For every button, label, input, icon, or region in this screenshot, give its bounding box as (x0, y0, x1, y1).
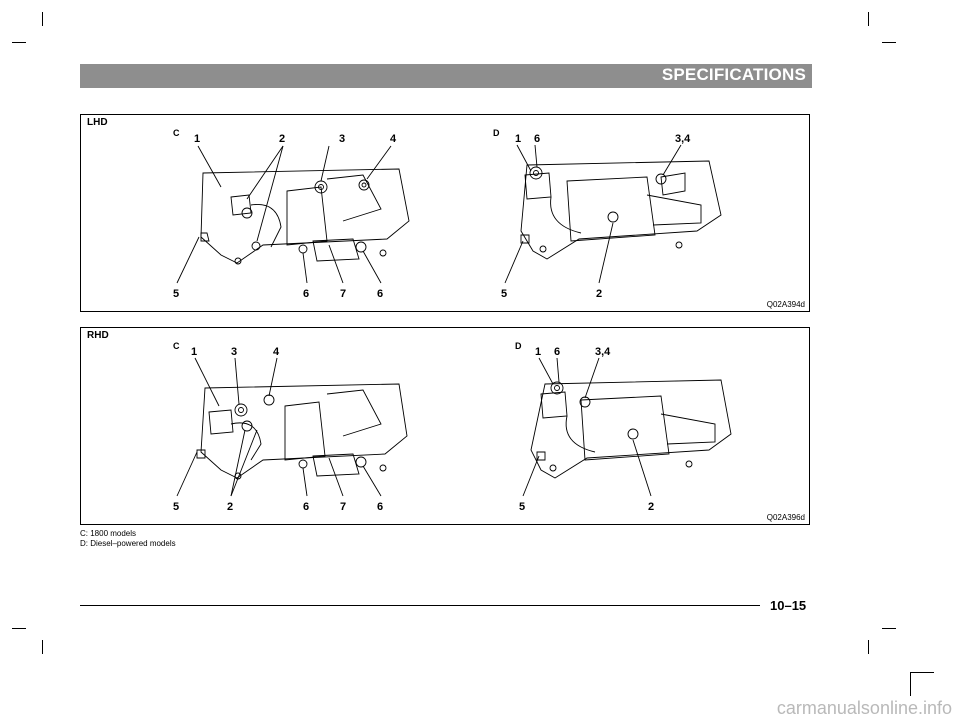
callout-label: 5 (173, 501, 180, 513)
callout-label: 6 (303, 501, 310, 513)
figure-code: Q02A394d (766, 300, 805, 309)
note-line: C: 1800 models (80, 529, 137, 538)
callout-label: 3,4 (595, 346, 611, 358)
crop-mark (42, 640, 43, 654)
callout-label: 1 (194, 133, 201, 145)
rhd-left-model-letter: C (173, 341, 180, 351)
callout-label: 4 (273, 346, 280, 358)
callout-label: 7 (340, 501, 347, 513)
callout-label: 3 (231, 346, 238, 358)
model-notes: C: 1800 models D: Diesel–powered models (80, 529, 176, 549)
callout-label: 6 (377, 501, 384, 513)
crop-mark (868, 640, 869, 654)
callout-label: 6 (554, 346, 561, 358)
crop-mark (910, 672, 934, 673)
callout-label: 2 (596, 288, 603, 300)
callout-label: 1 (191, 346, 198, 358)
callout-label: 4 (390, 133, 397, 145)
crop-mark (868, 12, 869, 26)
crop-mark (42, 12, 43, 26)
callout-label: 7 (340, 288, 347, 300)
section-title: SPECIFICATIONS (661, 65, 806, 84)
lhd-figure-panel: LHD C D 1 2 3 4 5 6 7 6 1 6 3,4 5 2 Q02A… (80, 114, 810, 312)
callout-label: 6 (303, 288, 310, 300)
callout-label: 2 (648, 501, 655, 513)
lhd-right-model-letter: D (493, 128, 500, 138)
lhd-label: LHD (87, 117, 108, 128)
callout-label: 2 (279, 133, 286, 145)
figure-code: Q02A396d (766, 513, 805, 522)
callout-label: 5 (501, 288, 508, 300)
rhd-label: RHD (87, 330, 109, 341)
callout-label: 5 (173, 288, 180, 300)
crop-mark (882, 42, 896, 43)
watermark: carmanualsonline.info (776, 698, 952, 718)
crop-mark (910, 672, 911, 696)
callout-label: 3 (339, 133, 346, 145)
callout-label: 6 (534, 133, 541, 145)
callout-label: 2 (227, 501, 234, 513)
lhd-left-model-letter: C (173, 128, 180, 138)
callout-label: 5 (519, 501, 526, 513)
rhd-engine-diagram (176, 357, 732, 497)
crop-mark (12, 628, 26, 629)
page-number: 10–15 (770, 598, 807, 613)
callout-label: 6 (377, 288, 384, 300)
rhd-right-model-letter: D (515, 341, 522, 351)
footer-rule (80, 605, 760, 606)
lhd-engine-diagram (176, 144, 722, 284)
crop-mark (882, 628, 896, 629)
callout-label: 1 (515, 133, 522, 145)
note-line: D: Diesel–powered models (80, 539, 176, 548)
rhd-figure-panel: RHD C D 1 3 4 5 2 6 7 6 1 6 3,4 5 2 Q02A… (80, 327, 810, 525)
callout-label: 3,4 (675, 133, 691, 145)
section-header: SPECIFICATIONS (80, 64, 812, 88)
crop-mark (12, 42, 26, 43)
callout-label: 1 (535, 346, 542, 358)
